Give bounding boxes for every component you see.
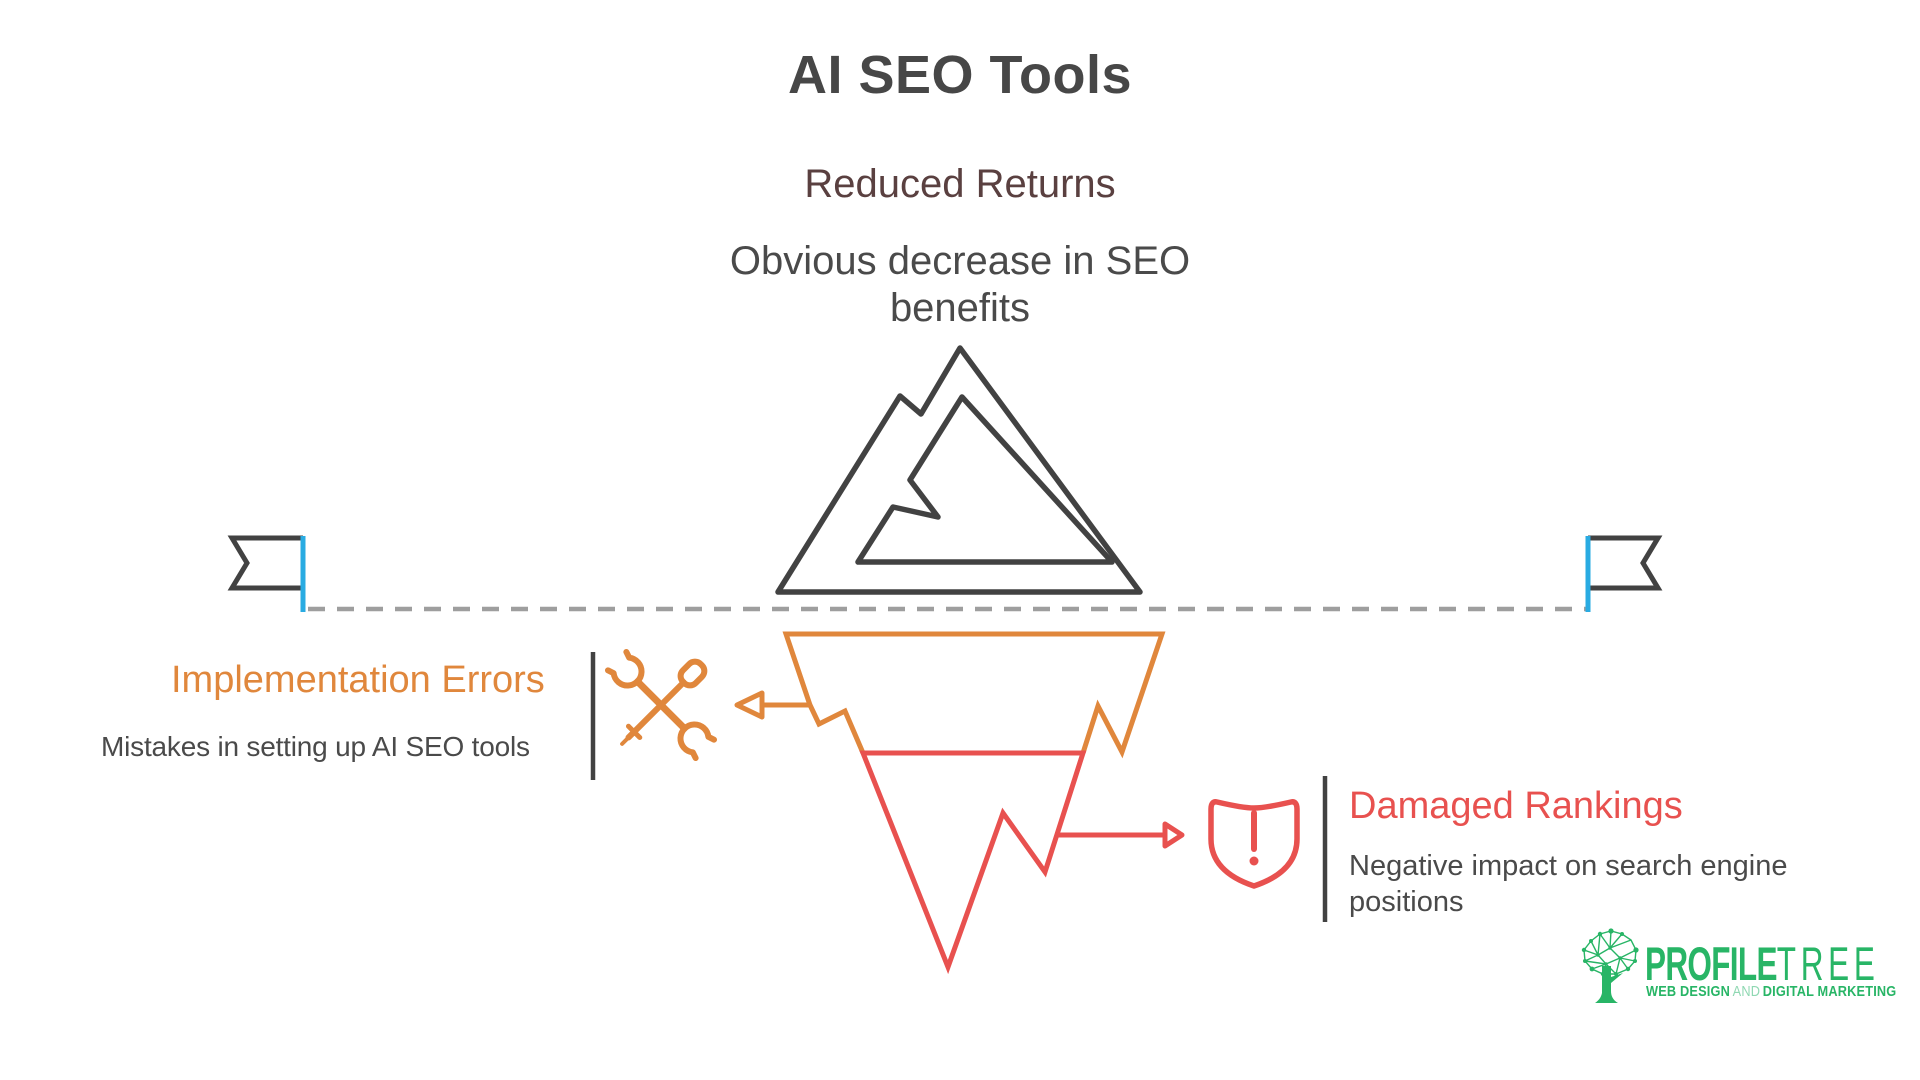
iceberg-upper-outline	[782, 631, 1166, 759]
flag-right-icon	[1588, 535, 1663, 591]
tree-trunk	[1595, 966, 1623, 1003]
iceberg-lower-outline	[859, 750, 1087, 975]
exclamation-dot	[1249, 856, 1259, 866]
right-callout-description-line1: Negative impact on search engine	[1349, 850, 1788, 882]
brand-secondary: TREE	[1776, 937, 1880, 990]
page-title: AI SEO Tools	[787, 45, 1133, 105]
left-callout-description: Mistakes in setting up AI SEO tools	[101, 731, 530, 762]
brand-primary: PROFILE	[1645, 937, 1777, 990]
screwdriver-icon	[620, 658, 708, 746]
crossed-wrench-screwdriver-icon	[604, 648, 718, 762]
brand-wordmark: PROFILETREE	[1645, 936, 1880, 991]
arrow-left-icon	[734, 690, 810, 720]
tagline-digital-marketing: DIGITAL MARKETING	[1762, 984, 1897, 1000]
left-callout-heading: Implementation Errors	[171, 659, 545, 701]
mountain-icon	[775, 345, 1143, 595]
surface-description-line1: Obvious decrease in SEO	[729, 239, 1191, 283]
right-callout-description: Negative impact on search engine positio…	[1349, 848, 1787, 920]
tagline-and: AND	[1732, 984, 1761, 1000]
flag-left-icon	[227, 535, 303, 591]
right-callout-description-line2: positions	[1349, 886, 1464, 918]
surface-description: Obvious decrease in SEO benefits	[0, 238, 1920, 332]
shield-exclamation-icon	[1208, 799, 1300, 889]
tagline-web-design: WEB DESIGN	[1646, 984, 1730, 1000]
right-callout-heading: Damaged Rankings	[1349, 785, 1683, 827]
surface-description-line2: benefits	[889, 286, 1031, 330]
surface-label: Reduced Returns	[804, 162, 1116, 206]
tree-network-icon	[1581, 928, 1639, 1003]
arrow-right-icon	[1058, 821, 1185, 849]
